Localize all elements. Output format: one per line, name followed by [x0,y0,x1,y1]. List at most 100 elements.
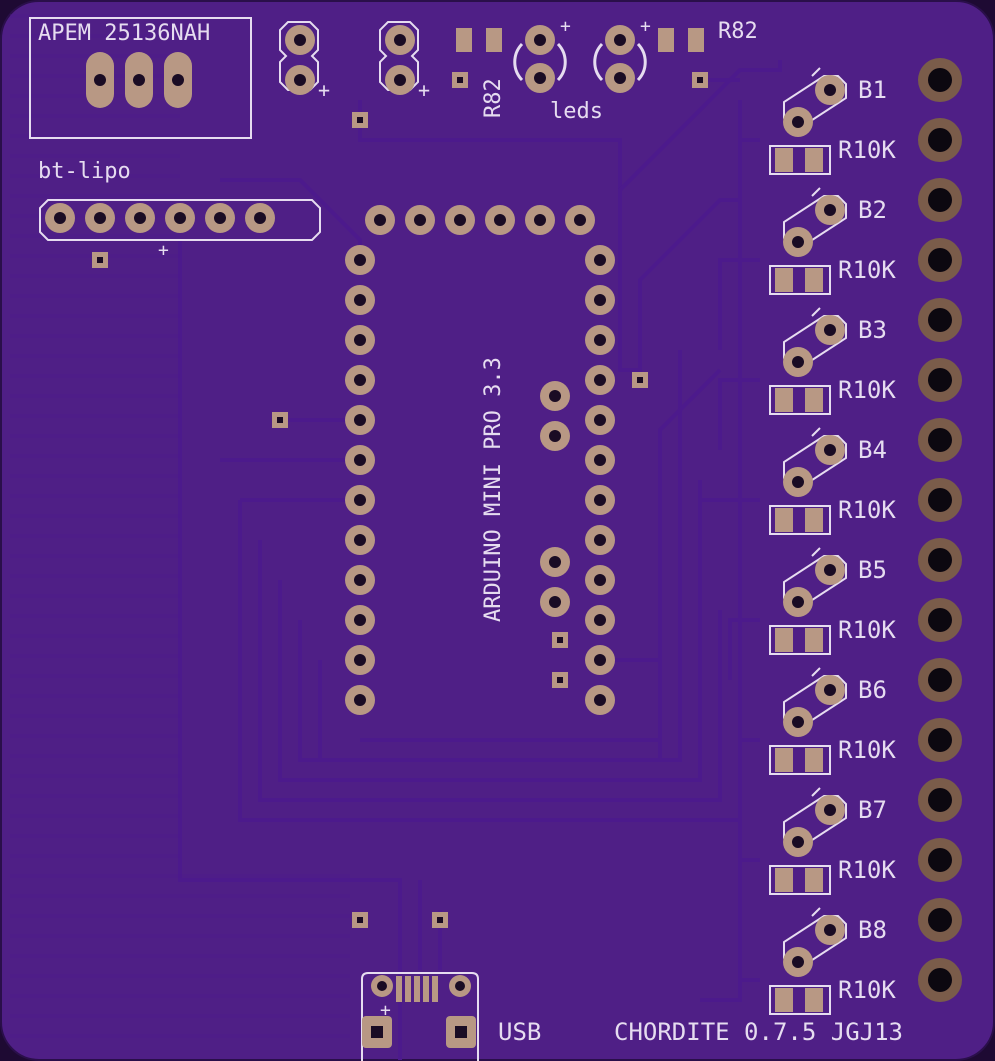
edge-pin [918,598,962,642]
via [352,912,368,928]
button-pin [815,195,845,225]
button-pin [783,467,813,497]
button-pin [783,947,813,977]
trace [728,618,760,680]
usb-label: USB [498,1018,541,1046]
via [632,372,648,388]
edge-pin [918,778,962,822]
edge-pin [918,838,962,882]
switch-outline [29,17,252,139]
edge-pin [918,358,962,402]
svg-text:+: + [158,240,169,261]
button-pin [815,315,845,345]
lipo-pin [85,203,115,233]
lipo-pin [245,203,275,233]
edge-pin [918,298,962,342]
button-pin [815,435,845,465]
arduino-left-pin [345,605,375,635]
lipo-pin [205,203,235,233]
edge-connector [918,58,962,1002]
button-label: B8 [858,916,887,944]
resistor [769,145,831,175]
edge-pin [918,658,962,702]
vias [272,112,648,928]
edge-pin [918,118,962,162]
edge-pin [918,238,962,282]
arduino-top-pin [485,205,515,235]
resistor-label: R10K [838,616,896,644]
arduino-inner-pin [540,547,570,577]
resistor [769,385,831,415]
arduino-inner-pin [540,381,570,411]
arduino-top-pin [525,205,555,235]
lipo-header: + [39,199,321,268]
arduino-right-pin [585,565,615,595]
arduino-right-pin [585,285,615,315]
arduino-right-pin [585,605,615,635]
button-label: B3 [858,316,887,344]
arduino-left-pin [345,245,375,275]
arduino-left-pin [345,365,375,395]
via [552,632,568,648]
svg-text:R82: R82 [718,19,758,44]
button-label: B7 [858,796,887,824]
arduino-top-pin [565,205,595,235]
button-pin [783,827,813,857]
button-pin [783,707,813,737]
header-pair-2: + [379,21,430,102]
svg-text:+: + [560,16,571,37]
arduino-footprint [345,205,615,715]
resistor [769,505,831,535]
arduino-left-pin [345,285,375,315]
trace [318,368,722,762]
arduino-right-pin [585,325,615,355]
trace [258,540,722,802]
arduino-left-pin [345,525,375,555]
edge-pin [918,898,962,942]
svg-text:R82: R82 [481,78,506,118]
arduino-left-pin [345,325,375,355]
resistor-label: R10K [838,376,896,404]
arduino-right-pin [585,245,615,275]
button-pin [783,347,813,377]
button-label: B5 [858,556,887,584]
button-pin [783,107,813,137]
resistor-label: R10K [838,856,896,884]
resistor-label: R10K [838,976,896,1004]
resistor-label: R10K [838,736,896,764]
resistor [769,865,831,895]
button-label: B4 [858,436,887,464]
arduino-left-pin [345,405,375,435]
trace [638,198,740,380]
header-pair-1: + [279,21,330,102]
via [352,112,368,128]
trace [278,480,702,782]
arduino-inner-pin [540,421,570,451]
trace [718,378,760,450]
button-pin [783,587,813,617]
button-pin [815,915,845,945]
arduino-right-pin [585,485,615,515]
trace [178,240,402,1060]
button-pin [815,675,845,705]
via [272,412,288,428]
arduino-top-pin [445,205,475,235]
button-label: B2 [858,196,887,224]
resistor-label: R10K [838,256,896,284]
edge-pin [918,178,962,222]
edge-pin [918,58,962,102]
button-pin [815,75,845,105]
arduino-right-pin [585,685,615,715]
button-label: B1 [858,76,887,104]
arduino-label: ARDUINO MINI PRO 3.3 [481,357,506,622]
board-name: CHORDITE 0.7.5 JGJ13 [614,1018,903,1046]
via [552,672,568,688]
arduino-top-pin [365,205,395,235]
lipo-pin [45,203,75,233]
